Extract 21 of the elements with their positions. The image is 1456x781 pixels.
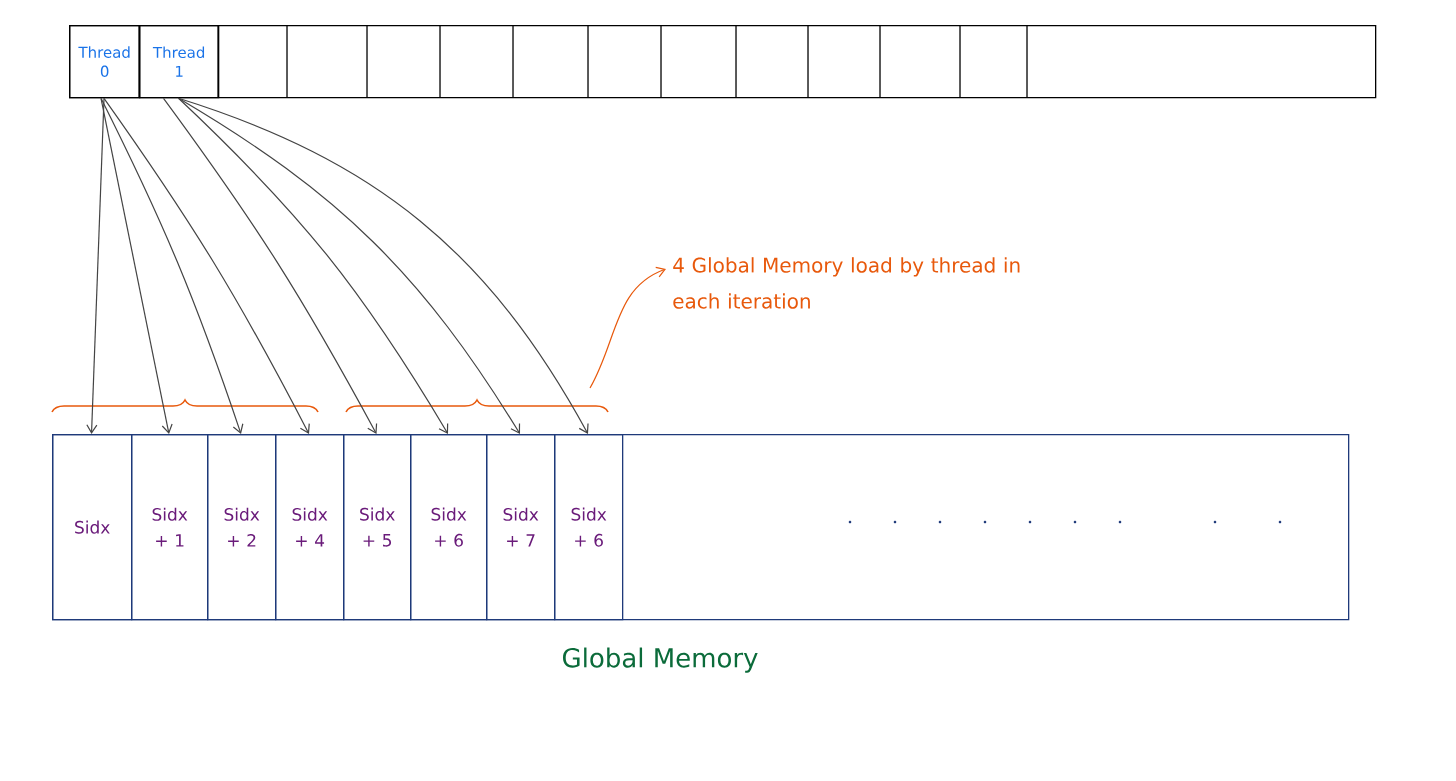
memory-cell: Sidx + 7 (486, 434, 556, 621)
memory-heading: Global Memory (563, 647, 758, 673)
arrow (162, 97, 378, 434)
arrow (177, 97, 449, 434)
memory-cell: Sidx + 6 (410, 434, 488, 621)
arrow (100, 97, 244, 434)
memory-cell: Sidx + 2 (207, 434, 277, 621)
arrow (177, 97, 589, 434)
memory-cell: Sidx (52, 434, 133, 621)
annotation-text: 4 Global Memory load by thread in each iteration (673, 257, 1020, 309)
memory-cell: Sidx + 1 (131, 434, 209, 621)
arrow (86, 97, 105, 434)
arrow (103, 97, 310, 434)
memory-cell: Sidx + 5 (343, 434, 412, 621)
arrow (589, 266, 666, 389)
thread-cell: Thread 0 (69, 25, 141, 99)
memory-cell: Sidx + 6 (554, 434, 624, 621)
thread-cell: Thread 1 (139, 25, 220, 99)
arrow (100, 97, 173, 434)
arrow (177, 97, 521, 434)
memory-cell: Sidx + 4 (275, 434, 345, 621)
